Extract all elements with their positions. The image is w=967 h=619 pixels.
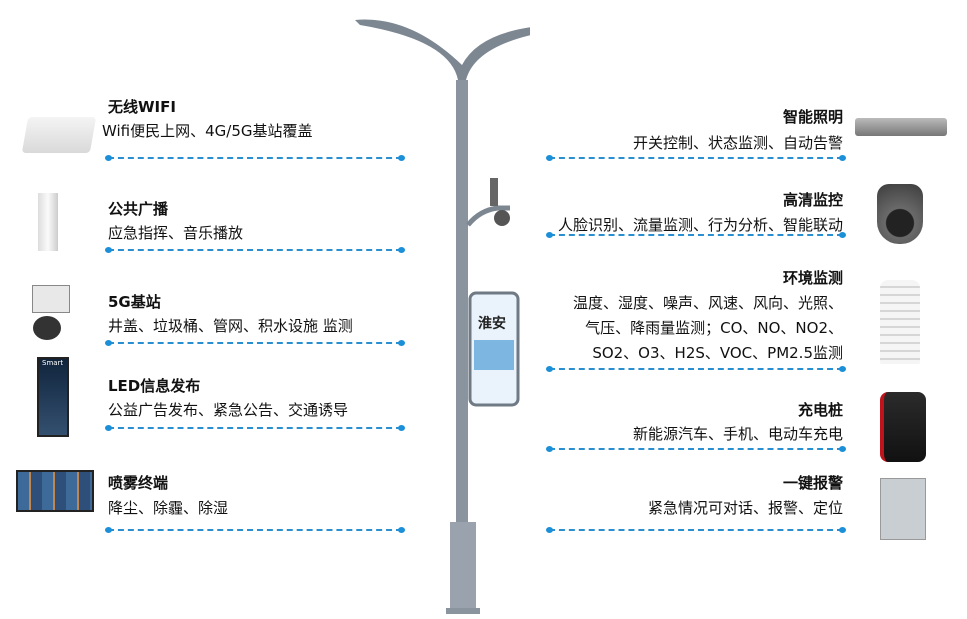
divider-wifi (105, 155, 405, 161)
divider-camera (546, 232, 846, 238)
divider-broadcast (105, 247, 405, 253)
environment-sensor-image (880, 280, 920, 364)
feature-title-lighting: 智能照明 (782, 108, 843, 126)
led-display-image: Smart (37, 357, 69, 437)
5g-base-station-image (32, 285, 70, 313)
speaker-column-image (38, 193, 58, 251)
divider-5g (105, 340, 405, 346)
divider-led (105, 425, 405, 431)
feature-desc-5g: 井盖、垃圾桶、管网、积水设施 监测 (108, 317, 353, 335)
feature-desc-led: 公益广告发布、紧急公告、交通诱导 (108, 401, 349, 419)
feature-title-charger: 充电桩 (797, 401, 843, 419)
feature-desc-alarm: 紧急情况可对话、报警、定位 (647, 499, 843, 517)
feature-desc-camera: 人脸识别、流量监测、行为分析、智能联动 (557, 216, 843, 234)
divider-alarm (546, 527, 846, 533)
smart-pole-illustration: 淮安 (355, 19, 530, 614)
feature-title-broadcast: 公共广播 (108, 200, 169, 218)
led-screen-text: Smart (42, 359, 64, 367)
divider-spray (105, 527, 405, 533)
feature-title-5g: 5G基站 (108, 293, 161, 311)
lighting-controller-image (855, 118, 947, 136)
wifi-ap-image (21, 117, 97, 153)
feature-desc-environment-3: SO2、O3、H2S、VOC、PM2.5监测 (592, 344, 843, 362)
feature-desc-spray: 降尘、除霾、除湿 (108, 499, 229, 517)
feature-title-camera: 高清监控 (782, 191, 843, 209)
feature-desc-wifi: Wifi便民上网、4G/5G基站覆盖 (102, 122, 313, 140)
feature-title-spray: 喷雾终端 (108, 474, 169, 492)
feature-title-led: LED信息发布 (108, 377, 201, 395)
divider-lighting (546, 155, 846, 161)
feature-desc-charger: 新能源汽车、手机、电动车充电 (632, 425, 843, 443)
feature-desc-environment-1: 温度、湿度、噪声、风速、风向、光照、 (572, 294, 843, 312)
feature-title-environment: 环境监测 (782, 269, 843, 287)
ptz-camera-image (877, 184, 923, 244)
ev-charger-image (880, 392, 926, 462)
feature-title-alarm: 一键报警 (782, 474, 843, 492)
manhole-sensor-image (33, 316, 61, 340)
divider-charger (546, 446, 846, 452)
emergency-call-box-image (880, 478, 926, 540)
svg-text:淮安: 淮安 (478, 315, 506, 332)
feature-desc-broadcast: 应急指挥、音乐播放 (108, 224, 244, 242)
feature-title-wifi: 无线WIFI (108, 98, 176, 116)
divider-environment (546, 366, 846, 372)
spray-terminal-image (16, 470, 94, 512)
feature-desc-lighting: 开关控制、状态监测、自动告警 (632, 134, 843, 152)
feature-desc-environment-2: 气压、降雨量监测；CO、NO、NO2、 (585, 319, 843, 337)
